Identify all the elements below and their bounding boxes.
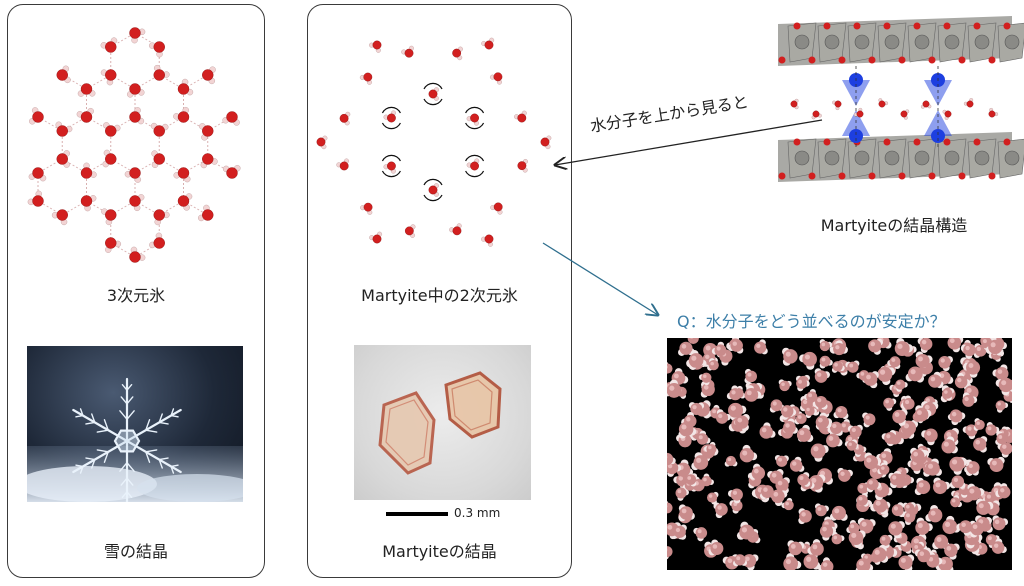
caption-crystal-structure: Martyiteの結晶構造 bbox=[820, 216, 968, 235]
arrow-to-question bbox=[542, 242, 658, 315]
arrow-to-2d-ice bbox=[555, 119, 823, 165]
ice-3d-structure bbox=[27, 27, 241, 263]
martyite-crystal-structure bbox=[778, 16, 1024, 182]
caption-2d-ice: Martyite中の2次元氷 bbox=[361, 286, 518, 305]
caption-3d-ice: 3次元氷 bbox=[106, 286, 166, 305]
martyite-crystal-photo bbox=[354, 345, 531, 500]
caption-snow-crystal: 雪の結晶 bbox=[103, 542, 168, 561]
caption-martyite-crystal: Martyiteの結晶 bbox=[382, 542, 497, 561]
snowflake-photo bbox=[27, 346, 243, 502]
water-simulation-image bbox=[667, 338, 1012, 570]
scale-bar bbox=[386, 512, 448, 516]
ice-2d-structure bbox=[316, 37, 552, 247]
question-text: Q：水分子をどう並べるのが安定か？ bbox=[677, 312, 946, 331]
scale-bar-label: 0.3 mm bbox=[454, 506, 501, 520]
